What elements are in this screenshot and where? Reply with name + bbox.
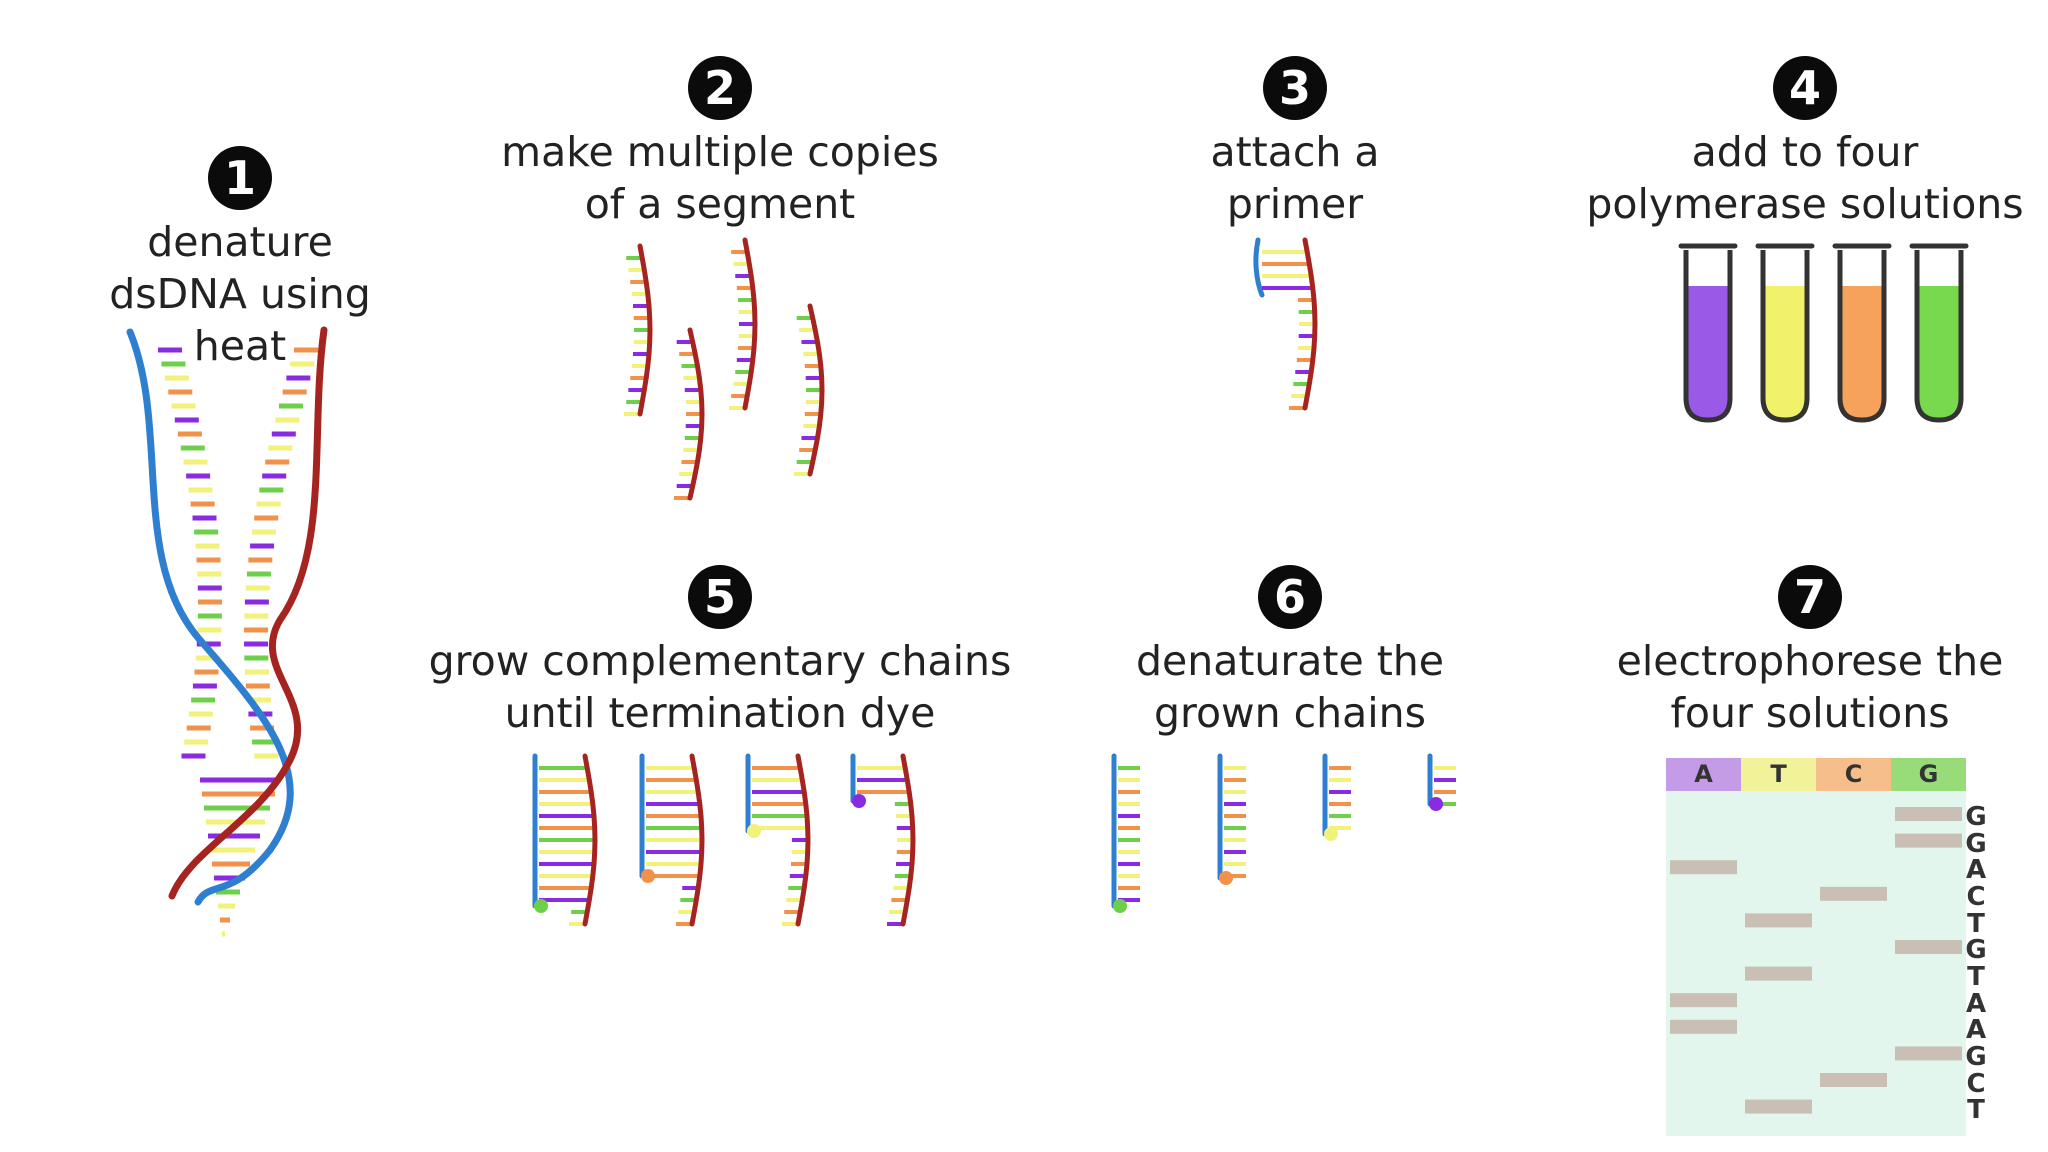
gel-band [1670,1019,1737,1034]
segment-copies-illustration [624,237,825,501]
step1-red-strand [168,326,328,900]
step-1-number: 1 [208,146,272,210]
step-4-caption: add to four polymerase solutions [1586,128,2024,228]
step2-copy-4-backbone [807,303,825,477]
gel-band [1820,1073,1887,1087]
step5-template-1-backbone [582,753,598,927]
sequence-letter-10: G [1965,1042,1987,1072]
step2-copy-3-backbone [687,327,705,501]
sequence-letter-8: A [1965,989,1987,1019]
test-tube-outline [1914,250,1964,423]
gel-band [1745,1099,1812,1114]
growing-chains-illustration [532,753,916,927]
polymerase-tubes-illustration [1678,243,1969,423]
step-6-caption: denaturate the grown chains [1135,637,1445,737]
step-6: 6 denaturate the grown chains [1100,565,1480,739]
test-tube-outline [1760,250,1810,423]
step-5-number: 5 [688,565,752,629]
test-tube-headspace [1917,250,1961,286]
step-1-caption: denature dsDNA using heat [109,218,371,370]
gel-lane-header-t [1741,758,1816,791]
sequence-letter-11: C [1966,1069,1986,1099]
step-2-number: 2 [688,56,752,120]
step-4-number: 4 [1773,56,1837,120]
step6-termination-dye [1429,797,1443,811]
gel-band [1820,886,1887,901]
test-tube-outline [1837,250,1887,423]
primer-attached-illustration [1253,237,1318,411]
step2-copy-2-backbone [742,237,758,411]
sequence-letter-2: G [1965,829,1987,859]
test-tube-headspace [1840,250,1884,286]
test-tube-liquid [1917,285,1961,420]
step-1: 1 denature dsDNA using heat [40,146,440,372]
test-tube-headspace [1686,250,1730,286]
step-5-caption: grow complementary chains until terminat… [428,637,1012,737]
test-tube-liquid [1763,285,1807,420]
gel-lane-label-c: C [1844,760,1863,788]
test-tube-headspace [1763,250,1807,286]
step5-termination-dye [747,824,761,838]
step5-termination-dye [534,899,548,913]
denatured-dsdna-illustration [126,326,328,937]
step3-primer [1253,237,1265,298]
gel-lane-header-c [1816,758,1891,791]
step5-termination-dye [641,869,655,883]
sequence-letter-7: T [1967,962,1985,992]
gel-lane-label-g: G [1918,760,1939,788]
gel-band [1670,993,1737,1008]
step5-template-3-backbone [795,753,811,927]
gel-lane-header-a [1666,758,1741,791]
gel-band [1895,807,1962,821]
test-tube-liquid [1686,285,1730,420]
step-2-caption: make multiple copies of a segment [501,128,939,228]
gel-band [1745,913,1812,928]
sequence-letter-3: A [1965,855,1987,885]
test-tube-liquid [1840,285,1884,420]
step5-template-2-backbone [689,753,705,927]
sequence-letter-6: G [1965,935,1987,965]
gel-body [1666,791,1966,1136]
step6-termination-dye [1113,899,1127,913]
step-7-caption: electrophorese the four solutions [1616,637,2004,737]
test-tube-outline [1683,250,1733,423]
step3-template-backbone [1302,237,1318,411]
gel-band [1895,833,1962,848]
gel-lane-label-a: A [1694,760,1713,788]
step-2: 2 make multiple copies of a segment [470,56,970,230]
gel-band [1895,940,1962,954]
gel-band [1895,1046,1962,1061]
step-7-number: 7 [1778,565,1842,629]
step6-termination-dye [1219,871,1233,885]
step6-termination-dye [1324,827,1338,841]
step2-copy-1-backbone [637,243,653,417]
step-6-number: 6 [1258,565,1322,629]
denatured-chains-illustration [1111,753,1456,913]
step1-blue-strand [126,328,294,906]
electrophoresis-gel-illustration [1666,758,1966,1136]
step-7: 7 electrophorese the four solutions [1580,565,2040,739]
step-3: 3 attach a primer [1130,56,1460,230]
step5-template-4-backbone [900,753,916,927]
sequence-letter-4: C [1966,882,1986,912]
gel-lane-header-g [1891,758,1966,791]
step-4: 4 add to four polymerase solutions [1570,56,2040,230]
sequence-letter-12: T [1967,1095,1985,1125]
sequence-letter-1: G [1965,802,1987,832]
sequence-letter-9: A [1965,1015,1987,1045]
sequence-letter-5: T [1967,909,1985,939]
gel-band [1745,966,1812,981]
gel-lane-label-t: T [1770,760,1787,788]
step-5: 5 grow complementary chains until termin… [400,565,1040,739]
step5-termination-dye [852,794,866,808]
step-3-number: 3 [1263,56,1327,120]
step-3-caption: attach a primer [1210,128,1380,228]
gel-band [1670,860,1737,875]
